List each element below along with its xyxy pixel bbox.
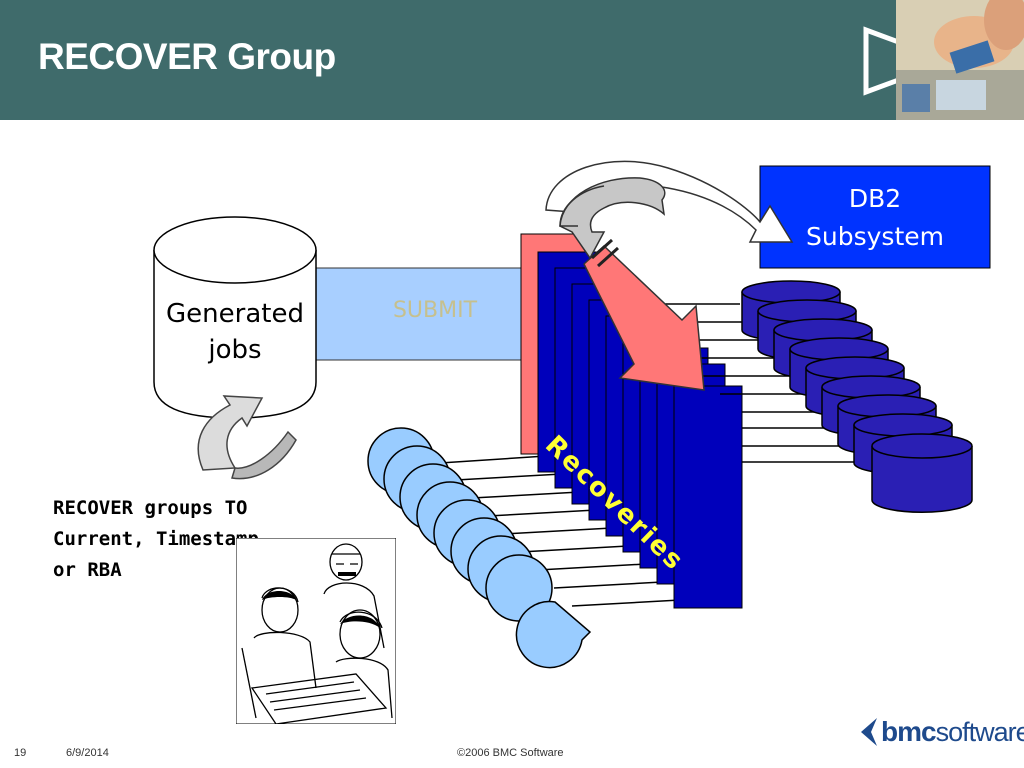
generated-jobs-label: Generated jobs (166, 299, 304, 365)
slide-title: RECOVER Group (38, 36, 336, 77)
db2-subsystem-box (759, 165, 991, 269)
bmc-chevron-icon (861, 718, 877, 746)
bmc-software-logo: bmc software (857, 714, 1024, 750)
recoveries-arrow (583, 238, 705, 391)
recover-group-diagram (153, 160, 991, 669)
db2-subsystem-label: DB2 Subsystem (806, 184, 944, 251)
database-disk-stack (741, 280, 973, 513)
logo-software-text: software (935, 716, 1024, 747)
refresh-arrow-icon (197, 395, 297, 480)
slide-number: 19 (14, 747, 27, 759)
keyboard-hand-photo (896, 0, 1024, 120)
generated-jobs-cylinder (153, 216, 317, 419)
header-bar (0, 0, 1024, 120)
submit-label: SUBMIT (392, 298, 478, 323)
people-at-computer-sketch (236, 538, 396, 724)
slide-date: 6/9/2014 (66, 747, 109, 759)
recover-caption: RECOVER groups TO Current, Timestamp or … (53, 497, 259, 581)
copyright-text: ©2006 BMC Software (457, 747, 564, 759)
tape-stack (367, 427, 681, 669)
db2-loop-arrow-icon (545, 160, 794, 260)
logo-bmc-text: bmc (881, 716, 937, 747)
